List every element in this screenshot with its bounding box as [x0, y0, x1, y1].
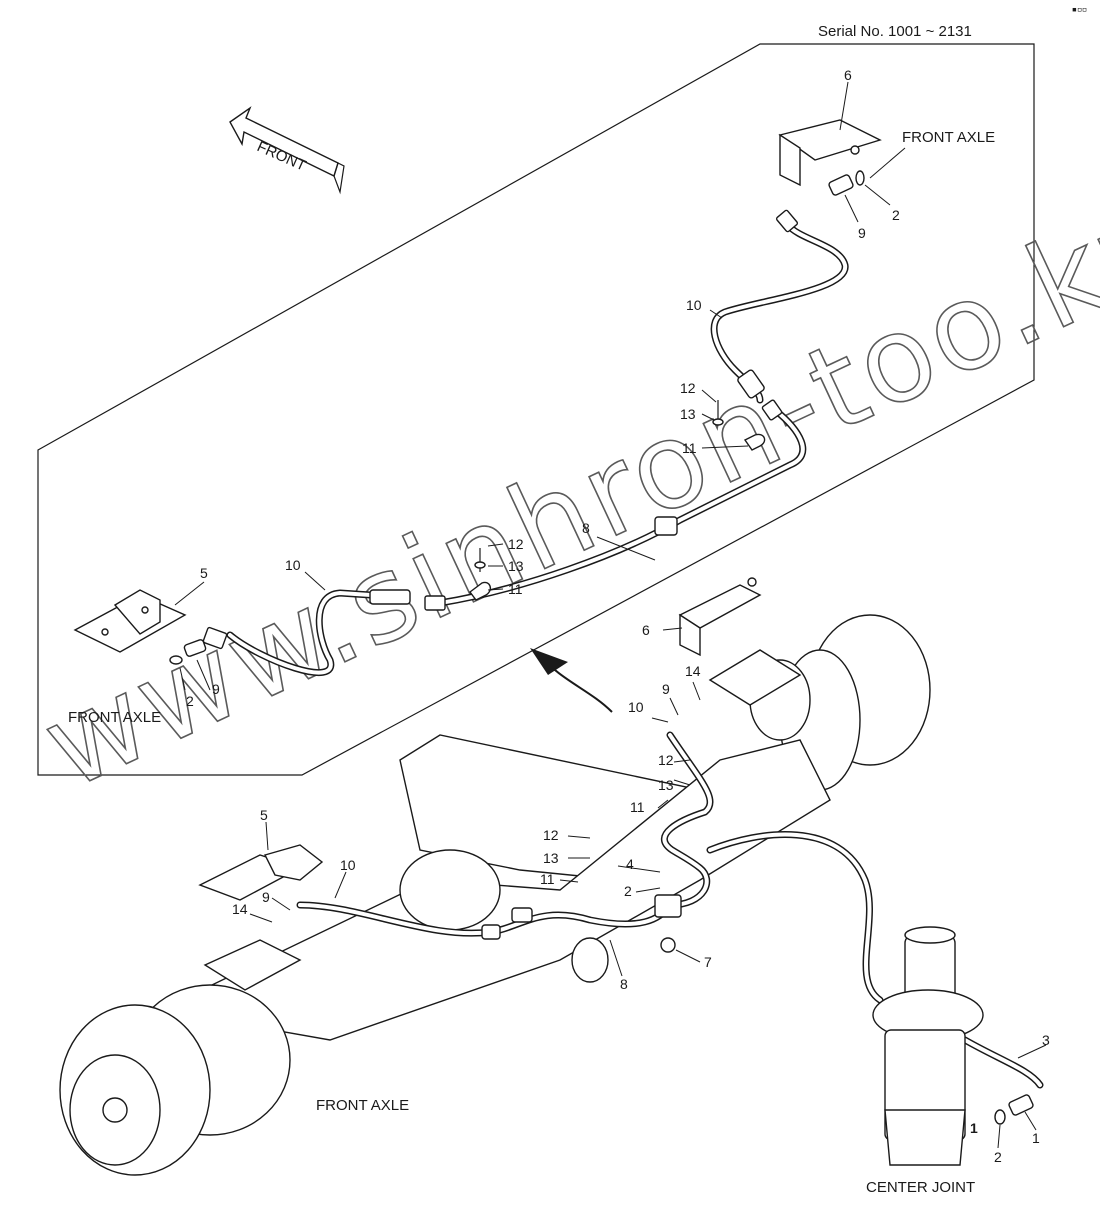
caption-front-axle-top: FRONT AXLE [902, 129, 995, 146]
callout-10-top: 10 [686, 297, 702, 313]
callout-9-left: 9 [212, 681, 220, 697]
bracket-part-5-left [73, 589, 187, 653]
front-direction-arrow: FRONT [229, 106, 345, 195]
callout-4: 4 [626, 856, 634, 872]
callout-12-c: 12 [658, 752, 674, 768]
callout-11-d: 11 [540, 871, 555, 887]
callout-10-left: 10 [285, 557, 301, 573]
callout-13-d: 13 [543, 850, 559, 866]
corner-mark: ▪▫▫ [1072, 1, 1087, 17]
callout-10-right: 10 [628, 699, 644, 715]
bracket-part-6-top [778, 119, 882, 187]
callout-9-top: 9 [858, 225, 866, 241]
callout-11-a: 11 [682, 440, 697, 456]
callout-7: 7 [704, 954, 712, 970]
fitting-part-9-left [169, 639, 207, 665]
clamp-part-11-b [469, 548, 492, 601]
callout-5-bottom: 5 [260, 807, 268, 823]
callout-2-center-joint: 2 [994, 1149, 1002, 1165]
bracket-part-5-bottom [198, 844, 324, 901]
caption-front-axle-bottom: FRONT AXLE [316, 1097, 409, 1114]
callout-8-bottom: 8 [620, 976, 628, 992]
callout-12-a: 12 [680, 380, 696, 396]
upper-hose-route [202, 209, 849, 677]
axle-cover-plate-left [203, 939, 302, 991]
left-wheel-hub [59, 984, 291, 1176]
callout-1-bold: 1 [970, 1120, 978, 1136]
indicator-arrow-head [530, 648, 568, 675]
axle-cover-plate-right [708, 649, 802, 706]
lower-hose-route [296, 731, 1044, 1089]
leader-lines [174, 81, 1047, 1149]
callout-11-c: 11 [630, 799, 645, 815]
watermark: www.sinhron-too.kz [24, 173, 1100, 815]
callout-3: 3 [1042, 1032, 1050, 1048]
axle-housing [157, 734, 831, 1041]
callout-2-mid: 2 [624, 883, 632, 899]
callout-9-right: 9 [662, 681, 670, 697]
caption-center-joint: CENTER JOINT [866, 1179, 975, 1196]
exploded-view-frame [37, 43, 1035, 776]
callout-14-right: 14 [685, 663, 701, 679]
callout-2-left: 2 [186, 693, 194, 709]
clamp-part-11-a [712, 400, 766, 451]
callout-11-b: 11 [508, 581, 523, 597]
callout-13-c: 13 [658, 777, 674, 793]
callout-12-b: 12 [508, 536, 524, 552]
callout-14-bottom: 14 [232, 901, 248, 917]
center-joint-assembly [872, 926, 1034, 1166]
bracket-part-6-mid [678, 577, 762, 657]
callout-2-top: 2 [892, 207, 900, 223]
callout-9-bottom: 9 [262, 889, 270, 905]
callout-13-b: 13 [508, 558, 524, 574]
fitting-part-9-top [828, 170, 865, 196]
serial-number-label: Serial No. 1001 ~ 2131 [818, 23, 972, 40]
callout-5-left: 5 [200, 565, 208, 581]
callout-13-a: 13 [680, 406, 696, 422]
callout-1: 1 [1032, 1130, 1040, 1146]
callout-6-mid: 6 [642, 622, 650, 638]
callout-8-top: 8 [582, 520, 590, 536]
callout-12-d: 12 [543, 827, 559, 843]
right-wheel-hub [749, 614, 931, 791]
callout-6-top: 6 [844, 67, 852, 83]
callout-10-bottom: 10 [340, 857, 356, 873]
caption-front-axle-left: FRONT AXLE [68, 709, 161, 726]
